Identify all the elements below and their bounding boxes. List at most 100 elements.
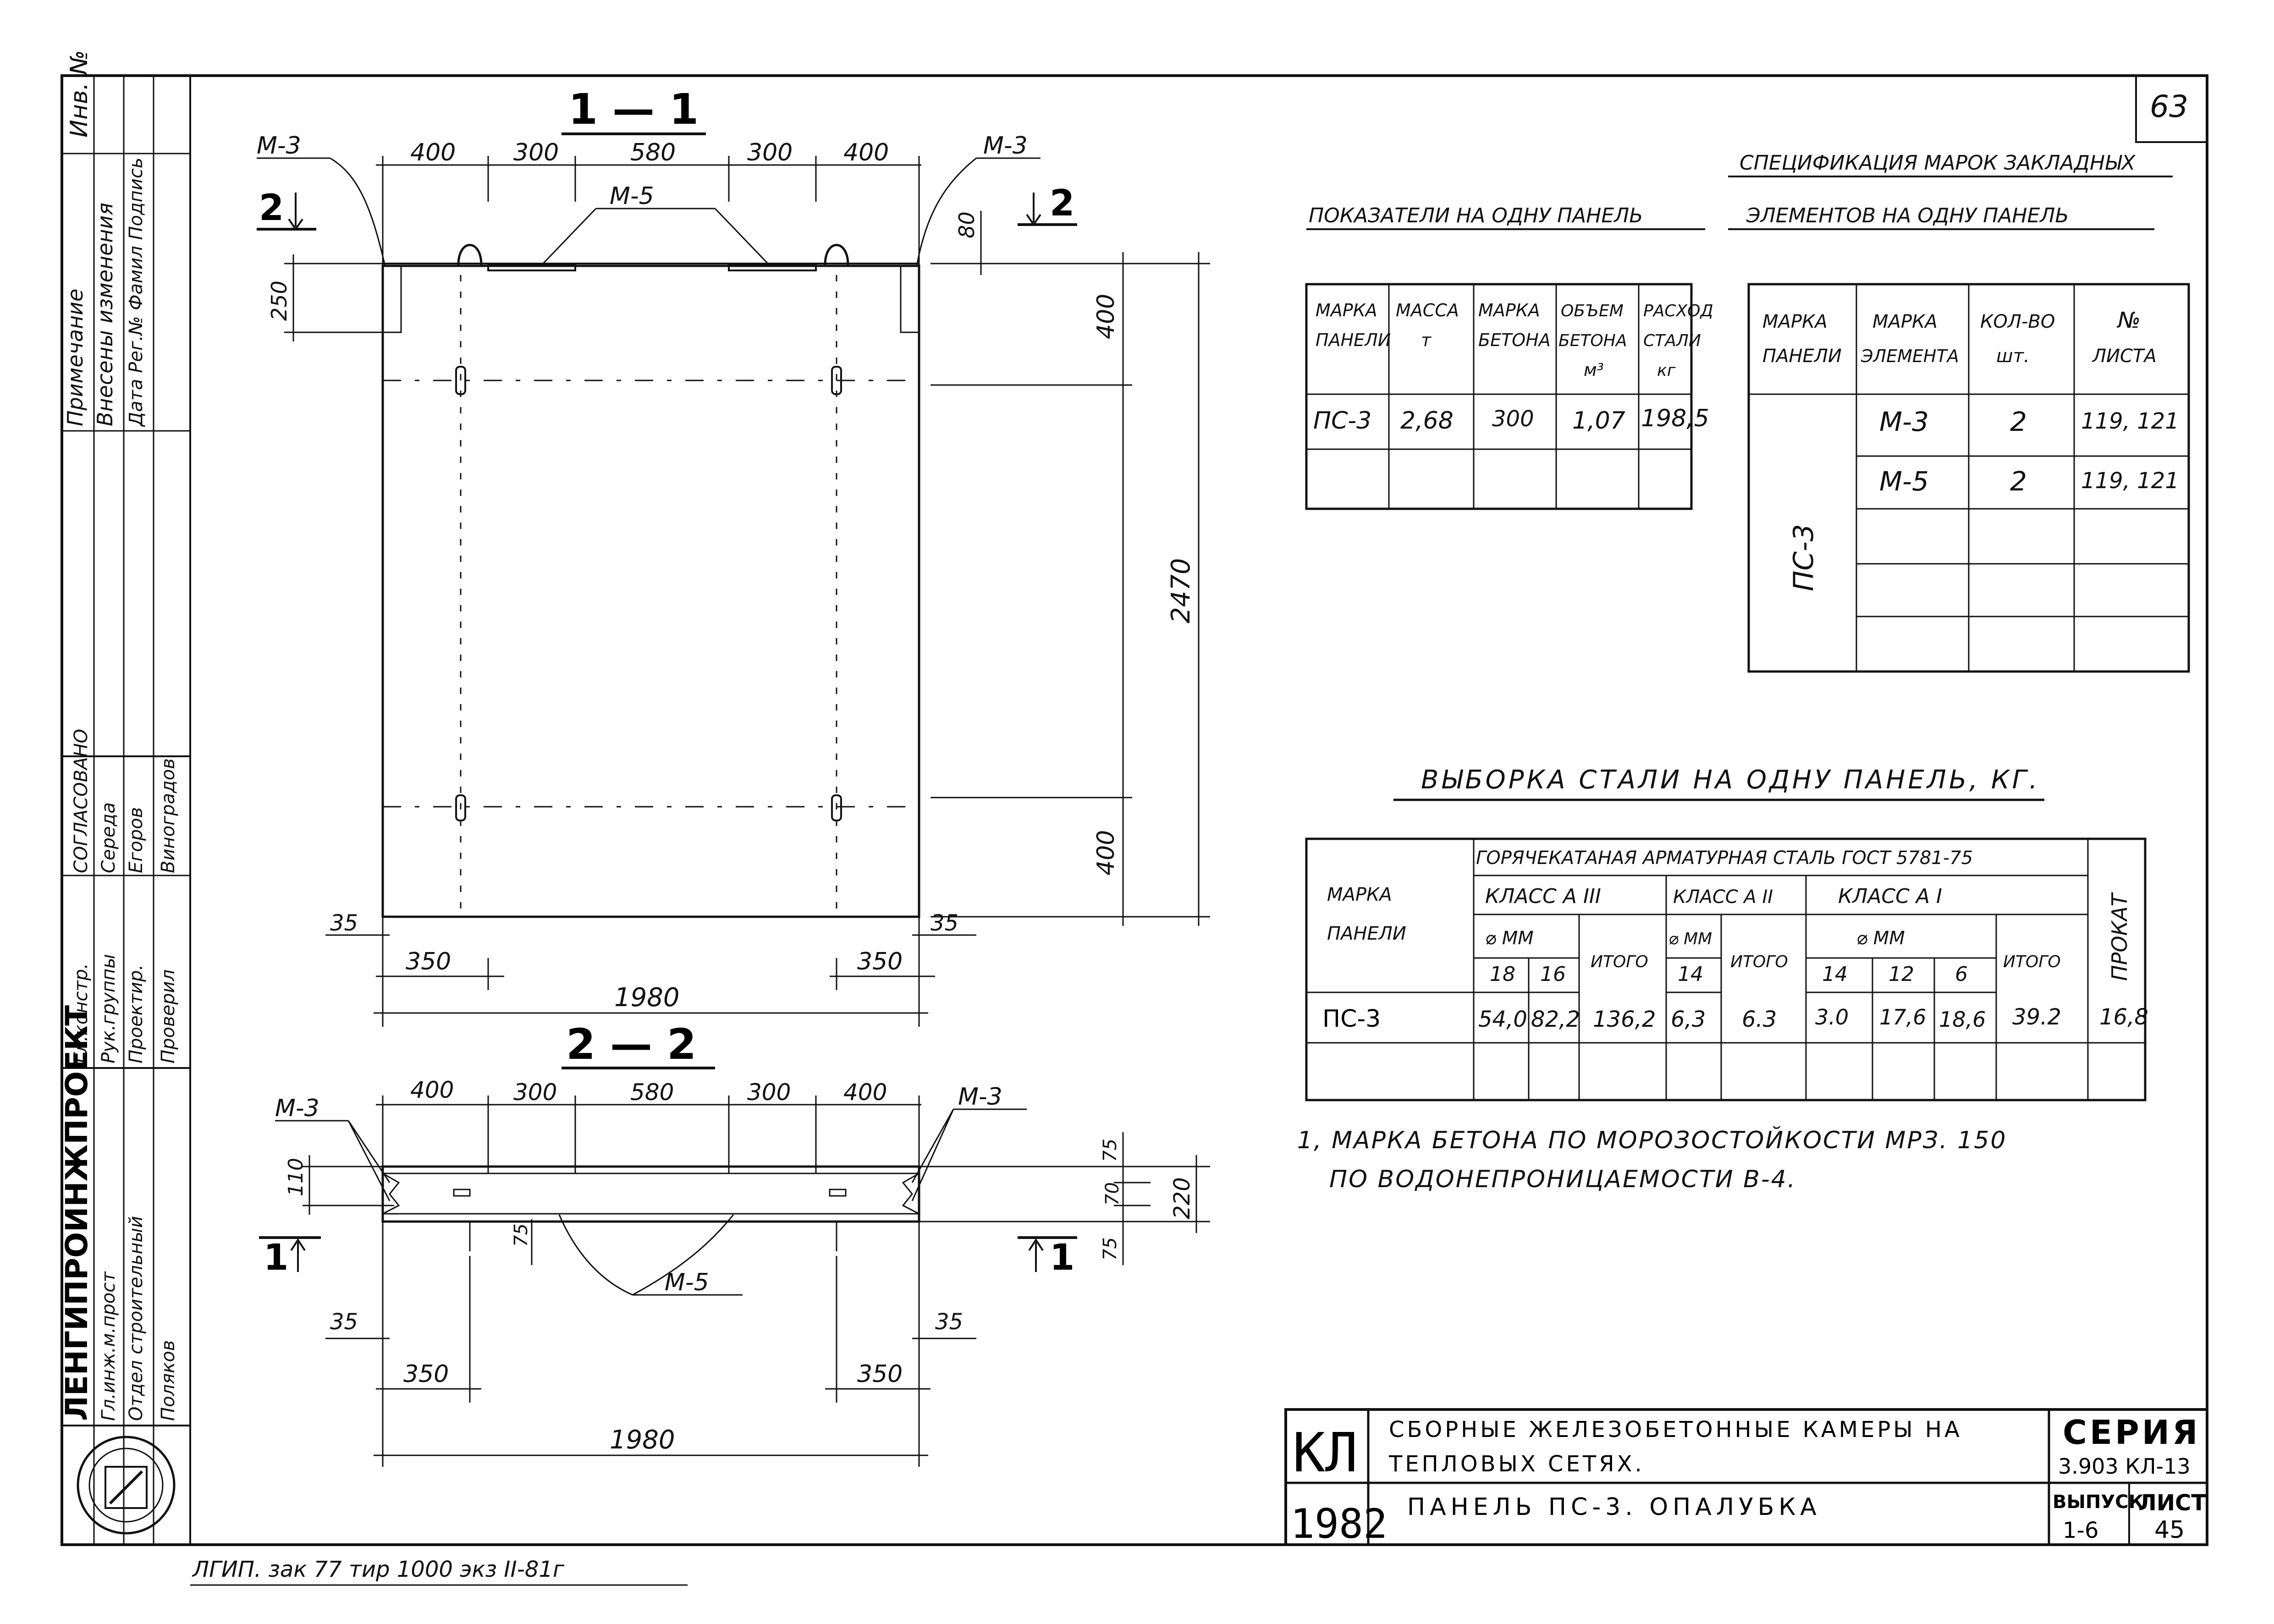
ind-h3-l2: БЕТОНА — [1478, 330, 1551, 350]
s1-dim-35-right: 35 — [931, 910, 958, 936]
steel-h-class3: КЛАСС А III — [1485, 885, 1601, 908]
steel-h-dia2: ⌀ ММ — [1668, 930, 1712, 948]
s1-dim-300-b: 300 — [747, 139, 793, 166]
note: 1, МАРКА БЕТОНА ПО МОРОЗОСТОЙКОСТИ МРЗ. … — [1297, 1126, 2007, 1193]
indicators-title: ПОКАЗАТЕЛИ НА ОДНУ ПАНЕЛЬ — [1309, 204, 1643, 227]
steel-cell-18: 54,0 — [1478, 1007, 1527, 1032]
ind-h5-l3: кг — [1657, 361, 1676, 380]
spec-row2-qty: 2 — [2010, 466, 2027, 497]
title-block: КЛ 1982 СБОРНЫЕ ЖЕЛЕЗОБЕТОННЫЕ КАМЕРЫ НА… — [1284, 1408, 2208, 1547]
s2-dim-1980: 1980 — [610, 1425, 675, 1455]
s2-dim-400-b: 400 — [843, 1079, 887, 1106]
steel-dia-16: 16 — [1540, 963, 1566, 986]
steel-table: ВЫБОРКА СТАЛИ НА ОДНУ ПАНЕЛЬ, КГ. МАРКА … — [1305, 765, 2148, 1101]
s2-dim-300-b: 300 — [747, 1079, 791, 1106]
s2-dim-580: 580 — [630, 1079, 674, 1106]
s2-cut-left: 1 — [264, 1237, 288, 1278]
spec-row2-sheets: 119, 121 — [2081, 468, 2179, 494]
stamp-org: ЛЕНГИПРОИНЖПРОЕКТ — [59, 1005, 94, 1421]
steel-h-dia1: ⌀ ММ — [1856, 928, 1905, 949]
steel-h-total-1: ИТОГО — [2003, 952, 2061, 971]
spec-h3-l1: КОЛ-ВО — [1980, 311, 2055, 332]
print-footer: ЛГИП. зак 77 тир 1000 экз II-81г — [192, 1557, 565, 1582]
s2-dim-75-small: 75 — [511, 1223, 532, 1247]
ind-cell-concrete: 300 — [1492, 406, 1534, 432]
ind-cell-volume: 1,07 — [1572, 407, 1625, 435]
s2-dim-300-a: 300 — [513, 1079, 557, 1106]
stamp-agreed: СОГЛАСОВАНО — [71, 729, 92, 873]
indicators-table: ПОКАЗАТЕЛИ НА ОДНУ ПАНЕЛЬ МАРКА ПАНЕЛИ М… — [1305, 204, 1713, 510]
s1-dim-80: 80 — [954, 211, 979, 238]
tb-sheet: 45 — [2154, 1516, 2185, 1544]
tb-line-2: ТЕПЛОВЫХ СЕТЯХ. — [1388, 1451, 1645, 1477]
note-line-2: ПО ВОДОНЕПРОНИЦАЕМОСТИ В-4. — [1329, 1166, 1796, 1193]
spec-row1-elem: М-3 — [1879, 406, 1929, 437]
s2-mark-m3-right: М-3 — [958, 1083, 1002, 1111]
stamp-change-1: Примечание — [63, 289, 88, 426]
ind-h5-l2: СТАЛИ — [1643, 331, 1701, 350]
stamp-role-2: Рук.группы — [98, 954, 119, 1063]
steel-h-dia3: ⌀ ММ — [1485, 928, 1534, 949]
spec-row2-elem: М-5 — [1879, 466, 1929, 497]
steel-dia-14-b: 14 — [1822, 963, 1848, 986]
ind-cell-mass: 2,68 — [1400, 407, 1454, 435]
ind-h2-l2: т — [1421, 330, 1432, 350]
s1-dim-350-left: 350 — [406, 948, 451, 975]
s1-cut-right: 2 — [1050, 183, 1074, 224]
section-1-1: 1 — 1 400 300 580 300 400 М-3 М-3 М-5 2 — [257, 85, 1210, 1027]
spec-row1-qty: 2 — [2010, 406, 2027, 437]
s2-dim-220: 220 — [1169, 1177, 1195, 1219]
left-stamp: Инв. № Примечание Внесены изменения Дата… — [59, 50, 191, 1546]
stamp-left-label-1: Гл.инж.м.прост — [98, 1271, 119, 1421]
s1-dim-400-bottom: 400 — [1092, 830, 1120, 875]
ind-h3-l1: МАРКА — [1478, 300, 1540, 320]
spec-h2-l2: ЭЛЕМЕНТА — [1861, 346, 1959, 366]
s1-dim-2470: 2470 — [1166, 558, 1196, 623]
spec-title-2: ЭЛЕМЕНТОВ НА ОДНУ ПАНЕЛЬ — [1746, 204, 2069, 227]
section-2-title: 2 — 2 — [566, 1020, 696, 1069]
ind-h4-l1: ОБЪЕМ — [1561, 302, 1624, 320]
s1-dim-35-left: 35 — [330, 910, 358, 936]
section-2-2: 2 — 2 400 300 580 300 400 М-3 М-3 — [259, 1020, 1210, 1467]
steel-h-group: ГОРЯЧЕКАТАНАЯ АРМАТУРНАЯ СТАЛЬ ГОСТ 5781… — [1476, 848, 1973, 869]
steel-cell-total3: 136,2 — [1593, 1007, 1656, 1032]
stamp-change-2: Внесены изменения — [93, 203, 117, 426]
steel-dia-18: 18 — [1490, 963, 1515, 986]
stamp-change-3: Дата Рег.№ Фамил Подпись — [126, 158, 147, 427]
s2-dim-35-left: 35 — [330, 1309, 358, 1335]
spec-table: СПЕЦИФИКАЦИЯ МАРОК ЗАКЛАДНЫХ ЭЛЕМЕНТОВ Н… — [1728, 151, 2190, 673]
s2-dim-400-a: 400 — [410, 1077, 454, 1103]
tb-series-label: СЕРИЯ — [2063, 1413, 2201, 1452]
tb-issue: 1-6 — [2063, 1518, 2098, 1543]
steel-cell-6: 18,6 — [1939, 1007, 1986, 1032]
s1-cut-left: 2 — [259, 187, 284, 229]
stamp-role-6: Проверил — [158, 969, 179, 1063]
s2-dim-70: 70 — [1102, 1182, 1123, 1206]
stamp-role-4: Проектир. — [126, 964, 147, 1063]
stamp-left-name-3: Поляков — [158, 1340, 179, 1421]
tb-issue-label: ВЫПУСК — [2053, 1492, 2144, 1513]
steel-h-class1: КЛАСС А I — [1838, 885, 1942, 908]
sheet-number: 63 — [2150, 89, 2188, 124]
stamp-agreed-name-5: Виноградов — [158, 758, 179, 873]
steel-h-prokat: ПРОКАТ — [2107, 892, 2132, 981]
stamp-role-1: Гл.констр. — [71, 963, 92, 1063]
steel-cell-14b: 3.0 — [1815, 1005, 1849, 1029]
stamp-inv: Инв. № — [66, 50, 93, 138]
s2-dim-35-right: 35 — [935, 1309, 963, 1335]
s1-dim-1980: 1980 — [614, 983, 680, 1013]
spec-h1-l1: МАРКА — [1762, 311, 1828, 332]
tb-line-3: ПАНЕЛЬ ПС-3. ОПАЛУБКА — [1407, 1493, 1821, 1521]
s1-dim-400-top: 400 — [1092, 294, 1120, 339]
spec-row1-sheets: 119, 121 — [2081, 408, 2179, 434]
ind-h1-l1: МАРКА — [1316, 300, 1377, 320]
ind-h4-l3: м³ — [1584, 360, 1604, 380]
steel-title: ВЫБОРКА СТАЛИ НА ОДНУ ПАНЕЛЬ, КГ. — [1421, 765, 2040, 795]
s2-dim-110: 110 — [284, 1158, 308, 1196]
spec-title-1: СПЕЦИФИКАЦИЯ МАРОК ЗАКЛАДНЫХ — [1740, 151, 2136, 175]
ind-cell-steel: 198,5 — [1641, 405, 1709, 432]
spec-h4-l1: № — [2116, 308, 2141, 333]
s2-dim-350-right: 350 — [857, 1360, 903, 1388]
note-line-1: 1, МАРКА БЕТОНА ПО МОРОЗОСТОЙКОСТИ МРЗ. … — [1297, 1126, 2007, 1154]
